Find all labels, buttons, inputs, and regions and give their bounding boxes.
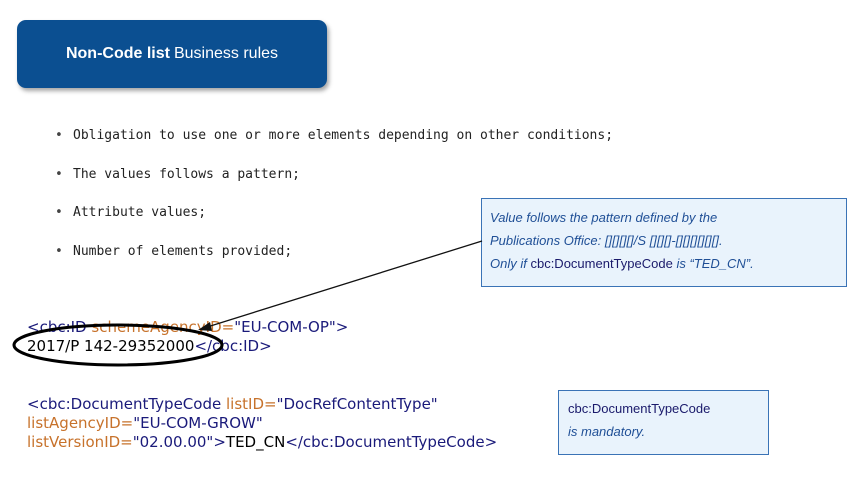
callout-pointer-arrowhead [198, 322, 212, 331]
code-attr: listAgencyID= [27, 414, 134, 432]
bullet-dot: • [55, 205, 63, 220]
slide-title-bold: Non-Code list [65, 45, 170, 62]
slide-title: Non-Code list Business rules [17, 20, 327, 88]
code-content: TED_CN [225, 433, 286, 451]
bullet-text: The values follows a pattern; [73, 166, 300, 182]
code-value: "EU-COM-GROW" [133, 414, 263, 432]
code-tag: </cbc:ID> [194, 337, 272, 355]
bullet-dot: • [55, 243, 63, 259]
bullet-text: Attribute values; [73, 205, 207, 220]
callout-code: cbc:DocumentTypeCode [530, 256, 673, 271]
highlight-ellipse [12, 323, 224, 367]
bullet-list: • Obligation to use one or more elements … [55, 128, 613, 282]
callout-pointer-line [203, 240, 483, 329]
list-item: • Obligation to use one or more elements … [55, 128, 613, 167]
callout-text: is “TED_CN”. [672, 256, 754, 271]
callout-text: is mandatory. [568, 424, 646, 439]
list-item: • Attribute values; [55, 205, 613, 244]
bullet-dot: • [55, 128, 63, 143]
code-tag: > [213, 433, 226, 451]
doctype-code-snippet: <cbc:DocumentTypeCode listID="DocRefCont… [27, 395, 497, 452]
code-attr: listID= [225, 395, 277, 413]
code-tag: > [335, 318, 349, 336]
code-attr: listVersionID= [27, 433, 133, 451]
mandatory-callout: cbc:DocumentTypeCode is mandatory. [558, 390, 769, 455]
pattern-callout: Value follows the pattern defined by the… [481, 198, 847, 287]
list-item: • Number of elements provided; [55, 244, 613, 283]
code-tag: <cbc:DocumentTypeCode [27, 395, 226, 413]
code-content: 2017/P 142-29352000 [27, 337, 195, 355]
bullet-dot: • [55, 166, 63, 182]
callout-text: Only if [490, 256, 531, 271]
callout-line: Only if cbc:DocumentTypeCode is “TED_CN”… [490, 252, 838, 275]
bullet-text: Obligation to use one or more elements d… [73, 128, 614, 143]
callout-line: Publications Office: [][][][]/S [][][]-[… [490, 233, 723, 248]
list-item: • The values follows a pattern; [55, 167, 613, 206]
bullet-text: Number of elements provided; [73, 243, 293, 259]
callout-code: cbc:DocumentTypeCode [568, 401, 711, 416]
code-value: "DocRefContentType" [276, 395, 438, 413]
slide-title-rest: Business rules [173, 45, 279, 62]
code-tag: </cbc:DocumentTypeCode> [285, 433, 498, 451]
code-value: "EU-COM-OP" [234, 318, 336, 336]
code-value: "02.00.00" [132, 433, 214, 451]
callout-line: Value follows the pattern defined by the [490, 210, 718, 225]
